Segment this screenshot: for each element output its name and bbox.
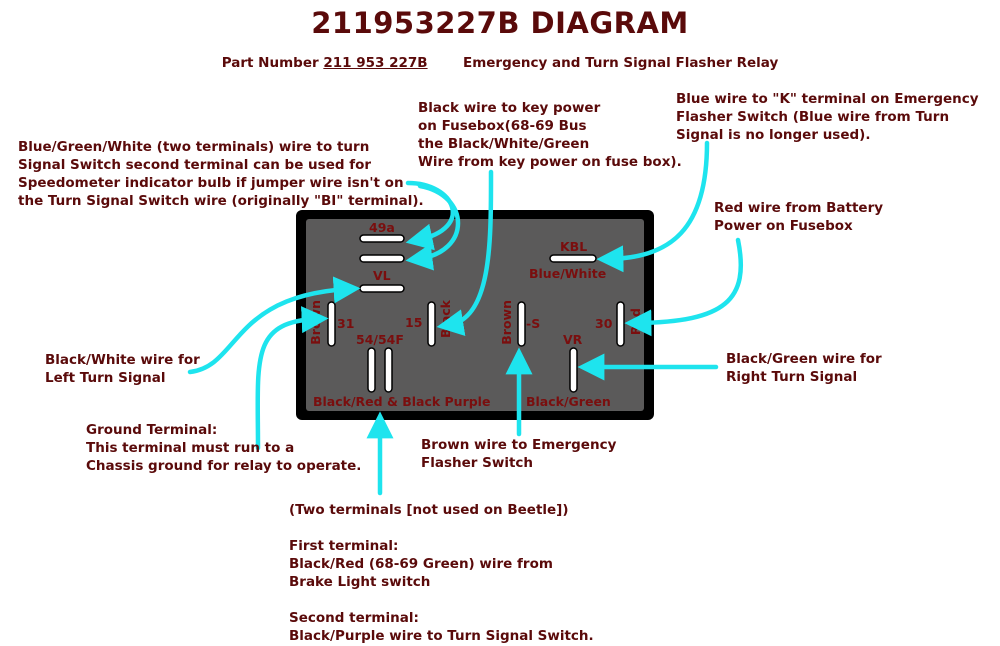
terminal-kbl [549, 254, 597, 263]
note-blue-green-white: Blue/Green/White (two terminals) wire to… [18, 138, 424, 210]
note-right-turn-signal: Black/Green wire for Right Turn Signal [726, 350, 882, 386]
part-number: 211 953 227B [323, 55, 428, 71]
terminal-54f [384, 347, 393, 393]
note-left-turn-signal: Black/White wire for Left Turn Signal [45, 351, 200, 387]
terminal-label-vl: VL [373, 268, 391, 283]
note-two-terminals: (Two terminals [not used on Beetle]) Fir… [289, 501, 594, 645]
note-line: Blue/Green/White (two terminals) wire to… [18, 139, 370, 155]
terminal-vl [359, 284, 405, 293]
arrow-ground-31 [255, 306, 329, 451]
terminal-54 [367, 347, 376, 393]
terminal-31 [327, 301, 336, 347]
note-line: Flasher Switch [421, 455, 534, 471]
note-line: the Turn Signal Switch wire (originally … [18, 193, 424, 209]
note-line: on Fusebox(68-69 Bus [418, 118, 587, 134]
relay-description: Emergency and Turn Signal Flasher Relay [462, 55, 779, 71]
terminal-label-kbl: KBL [560, 239, 588, 254]
note-second-title: Second terminal: [289, 610, 419, 626]
note-ground-terminal: Ground Terminal: This terminal must run … [86, 421, 361, 475]
note-line: Black/White wire for [45, 352, 200, 368]
note-line: Brake Light switch [289, 574, 431, 590]
note-line: the Black/White/Green [418, 136, 590, 152]
note-line: Blue wire to "K" terminal on Emergency [676, 91, 979, 107]
note-line: Chassis ground for relay to operate. [86, 458, 362, 474]
note-line: Left Turn Signal [45, 370, 166, 386]
note-line: Black/Purple wire to Turn Signal Switch. [289, 628, 594, 644]
terminal-label-54-54f: 54/54F [356, 332, 404, 347]
terminal-label-blue-white: Blue/White [529, 266, 607, 281]
note-line: Black/Red (68-69 Green) wire from [289, 556, 553, 572]
note-first-title: First terminal: [289, 538, 399, 554]
terminal-49a-upper [359, 234, 405, 243]
note-line: Signal is no longer used). [676, 127, 871, 143]
terminal-label-31: 31 [337, 316, 355, 331]
note-blue-k-terminal: Blue wire to "K" terminal on Emergency F… [676, 90, 979, 144]
terminal-label-bottom-right: Black/Green [526, 394, 611, 409]
arrow-blue-kbl [596, 140, 710, 273]
note-line: Red wire from Battery [714, 200, 884, 216]
note-line: Signal Switch second terminal can be use… [18, 157, 372, 173]
note-brown-flasher: Brown wire to Emergency Flasher Switch [421, 436, 616, 472]
terminal-vr [569, 347, 578, 393]
terminal-label-49a: 49a [369, 220, 395, 235]
arrow-49a-lower [405, 183, 461, 271]
subtitle: Part Number 211 953 227B Emergency and T… [0, 55, 1000, 71]
terminal-minus-s [517, 301, 526, 347]
terminal-label-minus-s: -S [526, 316, 541, 331]
note-line: Ground Terminal: [86, 422, 218, 438]
note-black-key-power: Black wire to key power on Fusebox(68-69… [418, 99, 682, 171]
note-line: Right Turn Signal [726, 369, 858, 385]
terminal-label-30: 30 [595, 316, 613, 331]
terminal-49a-lower [359, 254, 405, 263]
terminal-15 [427, 301, 436, 347]
terminal-30 [616, 301, 625, 347]
note-line: Power on Fusebox [714, 218, 853, 234]
terminal-label-15: 15 [405, 315, 423, 330]
note-line: Wire from key power on fuse box). [418, 154, 682, 170]
page-title: 211953227B DIAGRAM [311, 6, 689, 40]
note-red-battery: Red wire from Battery Power on Fusebox [714, 199, 883, 235]
note-line: Flasher Switch (Blue wire from Turn [676, 109, 950, 125]
note-line: Black wire to key power [418, 100, 601, 116]
terminal-label-bottom-left: Black/Red & Black Purple [313, 394, 491, 409]
note-line: This terminal must run to a [86, 440, 295, 456]
arrow-black-15 [436, 169, 494, 336]
arrow-left-turn-vl [187, 276, 361, 375]
note-line: Black/Green wire for [726, 351, 882, 367]
note-line: Brown wire to Emergency [421, 437, 617, 453]
terminal-label-vr: VR [563, 332, 583, 347]
note-heading: (Two terminals [not used on Beetle]) [289, 502, 569, 518]
arrow-red-30 [624, 237, 744, 337]
note-line: Speedometer indicator bulb if jumper wir… [18, 175, 404, 191]
part-number-prefix: Part Number [221, 55, 319, 71]
